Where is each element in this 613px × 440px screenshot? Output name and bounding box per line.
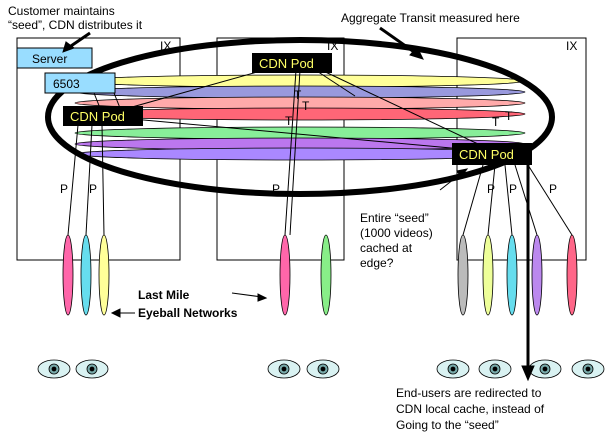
ix-label-middle: IX	[327, 39, 338, 53]
entire-seed-line3: cached at	[360, 241, 413, 255]
ix-label-right: IX	[566, 39, 577, 53]
end-users-line2: CDN local cache, instead of	[396, 402, 545, 416]
eyeball-network	[531, 234, 543, 316]
last-mile-line1: Last Mile	[138, 288, 190, 302]
eye-icon	[478, 359, 512, 379]
peer-label: P	[60, 182, 68, 196]
peer-label: P	[272, 182, 280, 196]
arrows	[62, 26, 535, 382]
arrow-icon	[379, 26, 418, 56]
last-mile-line2: Eyeball Networks	[138, 306, 238, 320]
cdn-pod-middle: CDN Pod	[252, 53, 332, 73]
customer-note-line2: “seed”, CDN distributes it	[8, 18, 143, 32]
eyeball-network	[62, 234, 74, 316]
eyeball-network	[506, 234, 518, 316]
eyeball-network	[279, 234, 291, 316]
arrow-icon	[231, 292, 263, 298]
eyeball-networks	[62, 234, 578, 316]
ix-label-left: IX	[160, 39, 171, 53]
eyeball-network	[320, 234, 332, 316]
eye-icons	[37, 359, 605, 379]
transit-label: T	[492, 115, 500, 129]
peer-label: P	[509, 182, 517, 196]
server-label: Server	[32, 52, 67, 66]
peer-label: P	[89, 182, 97, 196]
customer-note-line1: Customer maintains	[8, 4, 115, 18]
connection-lines	[67, 59, 573, 236]
cdn-pod-label: CDN Pod	[70, 109, 125, 124]
asn-label: 6503	[53, 77, 80, 91]
eyeball-network	[566, 234, 578, 316]
eye-icon	[37, 359, 71, 379]
asn-box	[44, 72, 116, 94]
arrow-icon	[67, 31, 91, 50]
eyeball-network	[457, 234, 469, 316]
cdn-pod-right: CDN Pod	[452, 143, 532, 165]
transit-label: T	[302, 99, 310, 113]
eye-icon	[267, 359, 301, 379]
cdn-pod-label: CDN Pod	[459, 147, 514, 162]
eye-icon	[571, 359, 605, 379]
aggregate-transit-ellipse	[45, 37, 555, 197]
transit-label: T	[505, 109, 513, 123]
eye-icon	[306, 359, 340, 379]
cdn-pod-left: CDN Pod	[63, 106, 143, 126]
transit-label: T	[294, 88, 302, 102]
peer-label: P	[549, 182, 557, 196]
eye-icon	[436, 359, 470, 379]
eye-icon	[75, 359, 109, 379]
transit-band	[74, 126, 526, 140]
transit-bands	[74, 74, 526, 161]
eyeball-network	[482, 234, 494, 316]
end-users-line1: End-users are redirected to	[396, 386, 542, 400]
aggregate-note: Aggregate Transit measured here	[341, 11, 520, 25]
eye-icon	[528, 359, 562, 379]
peer-label: P	[487, 182, 495, 196]
cdn-pod-label: CDN Pod	[259, 56, 314, 71]
server-box	[16, 47, 93, 69]
eyeball-network	[80, 234, 92, 316]
entire-seed-line1: Entire “seed”	[360, 211, 429, 225]
entire-seed-line4: edge?	[360, 256, 394, 270]
entire-seed-line2: (1000 videos)	[360, 226, 433, 240]
transit-label: T	[285, 114, 293, 128]
end-users-line3: Going to the “seed”	[396, 418, 499, 432]
eyeball-network	[98, 234, 110, 316]
